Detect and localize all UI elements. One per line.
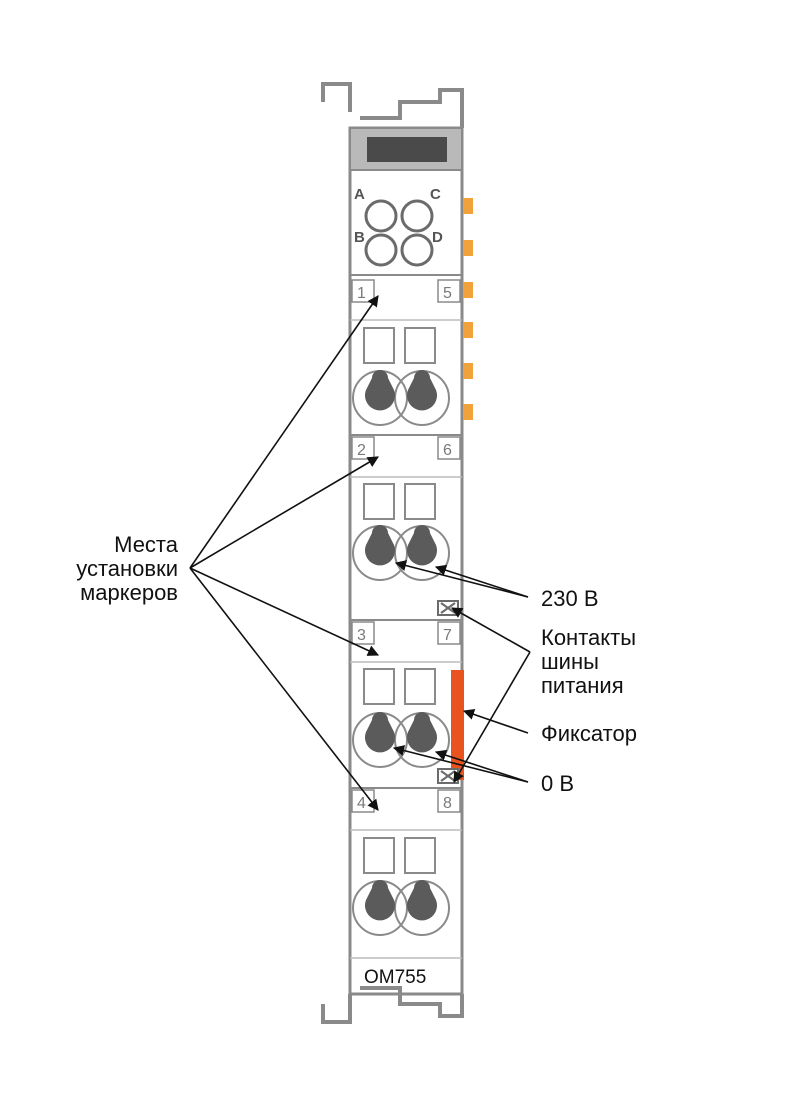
locking-latch[interactable]	[451, 670, 464, 780]
led-c-icon	[400, 199, 434, 233]
terminal-number-left: 4	[357, 795, 366, 812]
marker-number-box	[437, 436, 461, 460]
release-slot[interactable]	[404, 483, 436, 520]
marker-number-box	[437, 621, 461, 645]
side-contact	[463, 404, 473, 420]
din-clip-top	[321, 82, 464, 128]
release-slot[interactable]	[404, 327, 436, 364]
terminal-block-3: 3 7	[350, 621, 464, 789]
callout-power-bus-line-1: Контакты	[541, 625, 636, 650]
terminal-block-1: 1 5	[350, 279, 462, 436]
led-label-c: C	[430, 186, 441, 203]
clamp-screw-icon[interactable]	[407, 880, 437, 921]
side-contact	[463, 363, 473, 379]
terminal-number-left: 1	[357, 285, 366, 302]
arrow-latch	[462, 708, 529, 734]
marker-number-box	[437, 279, 461, 303]
terminal-number-right: 6	[443, 442, 452, 459]
led-a-icon	[364, 199, 398, 233]
callout-markers-line-2: установки	[76, 556, 178, 581]
clamp-screw-icon[interactable]	[407, 370, 437, 411]
terminal-number-right: 7	[443, 627, 452, 644]
clamp-screw-icon[interactable]	[365, 525, 396, 566]
side-contacts	[463, 198, 473, 420]
terminal-number-left: 3	[357, 627, 366, 644]
callout-0v: 0 В	[541, 771, 574, 796]
terminal-number-left: 2	[357, 442, 366, 459]
led-label-a: A	[354, 186, 365, 203]
terminal-number-right: 5	[443, 285, 452, 302]
arrow-marker-4	[189, 567, 379, 811]
side-contact	[463, 198, 473, 214]
led-b-icon	[364, 233, 398, 267]
arrow-power-bus-top	[451, 607, 531, 653]
release-slot[interactable]	[363, 483, 395, 520]
arrow-230v-right	[434, 564, 529, 598]
arrow-marker-1	[189, 295, 379, 569]
din-clip-bottom	[321, 986, 464, 1024]
release-slot[interactable]	[363, 668, 395, 705]
label-window	[367, 137, 447, 162]
callout-230v: 230 В	[541, 586, 599, 611]
callout-markers-line-3: маркеров	[80, 580, 178, 605]
terminal-block-4: 4 8	[350, 789, 462, 936]
release-slot[interactable]	[363, 837, 395, 874]
callout-latch: Фиксатор	[541, 721, 637, 746]
arrow-0v-right	[434, 749, 529, 783]
side-contact	[463, 322, 473, 338]
release-slot[interactable]	[404, 668, 436, 705]
led-d-icon	[400, 233, 434, 267]
status-leds: A C B D	[350, 186, 462, 276]
clamp-screw-icon[interactable]	[364, 370, 395, 411]
arrow-0v-left	[392, 745, 529, 783]
side-contact	[463, 240, 473, 256]
arrow-power-bus-bottom	[453, 651, 531, 783]
callout-power-bus-line-3: питания	[541, 673, 624, 698]
clamp-screw-icon[interactable]	[407, 525, 437, 566]
release-slot[interactable]	[404, 837, 436, 874]
marker-number-box	[351, 436, 375, 460]
clamp-screw-icon[interactable]	[365, 712, 396, 753]
model-label: OM755	[364, 967, 426, 988]
callout-arrows	[189, 295, 531, 811]
marker-number-box	[351, 621, 375, 645]
clamp-screw-icon[interactable]	[407, 712, 437, 753]
led-label-b: B	[354, 229, 365, 246]
arrow-230v-left	[394, 560, 529, 598]
arrow-marker-2	[189, 456, 379, 569]
side-contact	[463, 282, 473, 298]
release-slot[interactable]	[363, 327, 395, 364]
clamp-screw-icon[interactable]	[365, 880, 396, 921]
callout-markers-line-1: Места	[114, 532, 179, 557]
callout-power-bus-line-2: шины	[541, 649, 599, 674]
arrow-marker-3	[189, 567, 380, 656]
callout-power-bus: Контакты шины питания	[541, 625, 636, 698]
led-label-d: D	[432, 229, 443, 246]
terminal-number-right: 8	[443, 795, 452, 812]
marker-number-box	[437, 789, 461, 813]
callout-markers: Места установки маркеров	[76, 532, 179, 605]
